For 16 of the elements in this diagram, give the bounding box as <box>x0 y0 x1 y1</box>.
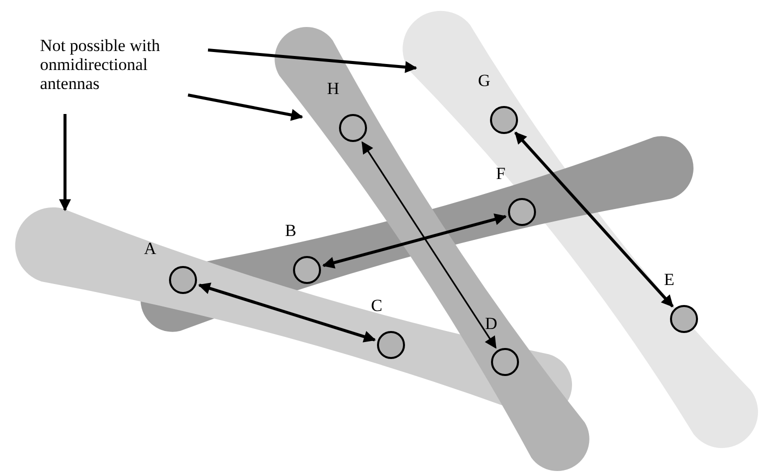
station-label: G <box>478 72 490 90</box>
station-label: E <box>664 271 674 289</box>
link-arrow <box>322 213 507 269</box>
station-label: B <box>285 222 296 240</box>
link-arrow <box>198 282 376 342</box>
leader-arrow <box>59 114 71 212</box>
station-label: F <box>496 165 506 183</box>
leader-arrow <box>208 48 418 74</box>
leader-arrow <box>188 94 304 121</box>
station-label: C <box>371 297 382 315</box>
annotation-note: Not possible with onmidirectional antennas <box>40 36 210 93</box>
link-arrow <box>514 132 674 308</box>
station-label: A <box>144 240 156 258</box>
station-label: H <box>327 80 340 98</box>
link-arrow <box>362 141 496 349</box>
station-label: D <box>485 315 498 333</box>
